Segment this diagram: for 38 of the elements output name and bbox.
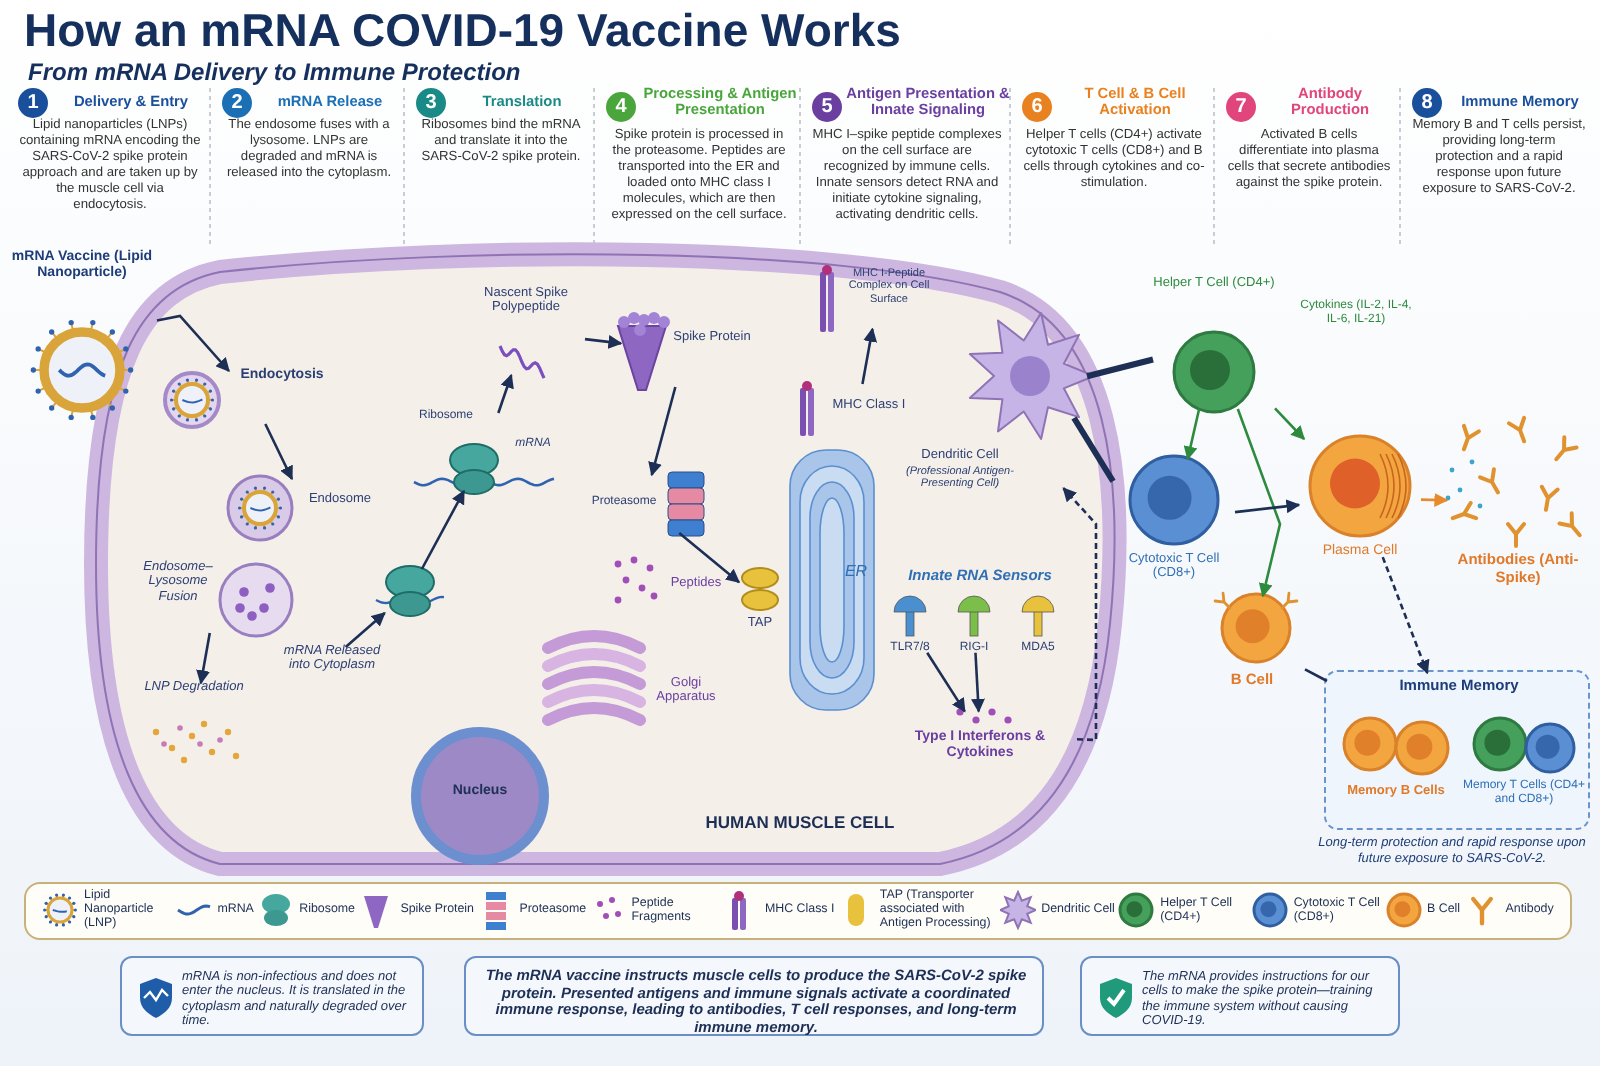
node-label: HUMAN MUSCLE CELL [703, 814, 897, 834]
step-number-badge: 8 [1412, 88, 1442, 118]
note-card [464, 956, 1044, 1036]
subtitle: From mRNA Delivery to Immune Protection [28, 58, 521, 86]
note-card [1080, 956, 1400, 1036]
arrow [1234, 499, 1301, 514]
connector-line [1304, 668, 1328, 683]
node-label: ER [842, 562, 870, 581]
arrow [264, 423, 294, 481]
arrow [497, 373, 514, 414]
arrow [420, 489, 466, 570]
arrow [1183, 408, 1201, 461]
arrow [584, 334, 623, 349]
step-number-badge: 2 [222, 88, 252, 118]
arrow [1236, 408, 1282, 598]
title: How an mRNA COVID-19 Vaccine Works [24, 4, 901, 58]
memory-panel [1324, 670, 1590, 830]
note-card [120, 956, 424, 1036]
arrow [1274, 407, 1305, 440]
step-number-badge: 6 [1022, 92, 1052, 122]
arrow [1420, 493, 1449, 507]
step-number-badge: 5 [812, 92, 842, 122]
connector-line [1086, 356, 1154, 380]
connector-line [1071, 416, 1116, 483]
step-number-badge: 4 [606, 92, 636, 122]
arrow [926, 652, 966, 713]
arrow [648, 386, 677, 477]
arrow [156, 314, 230, 373]
step-number-badge: 1 [18, 88, 48, 118]
arrow [1062, 487, 1098, 742]
step-number-badge: 3 [416, 88, 446, 118]
arrow [678, 532, 741, 584]
arrow [971, 652, 985, 713]
step-number-badge: 7 [1226, 92, 1256, 122]
arrow [861, 327, 878, 385]
arrow [196, 632, 212, 685]
arrow [344, 612, 386, 648]
arrow [1381, 556, 1430, 675]
